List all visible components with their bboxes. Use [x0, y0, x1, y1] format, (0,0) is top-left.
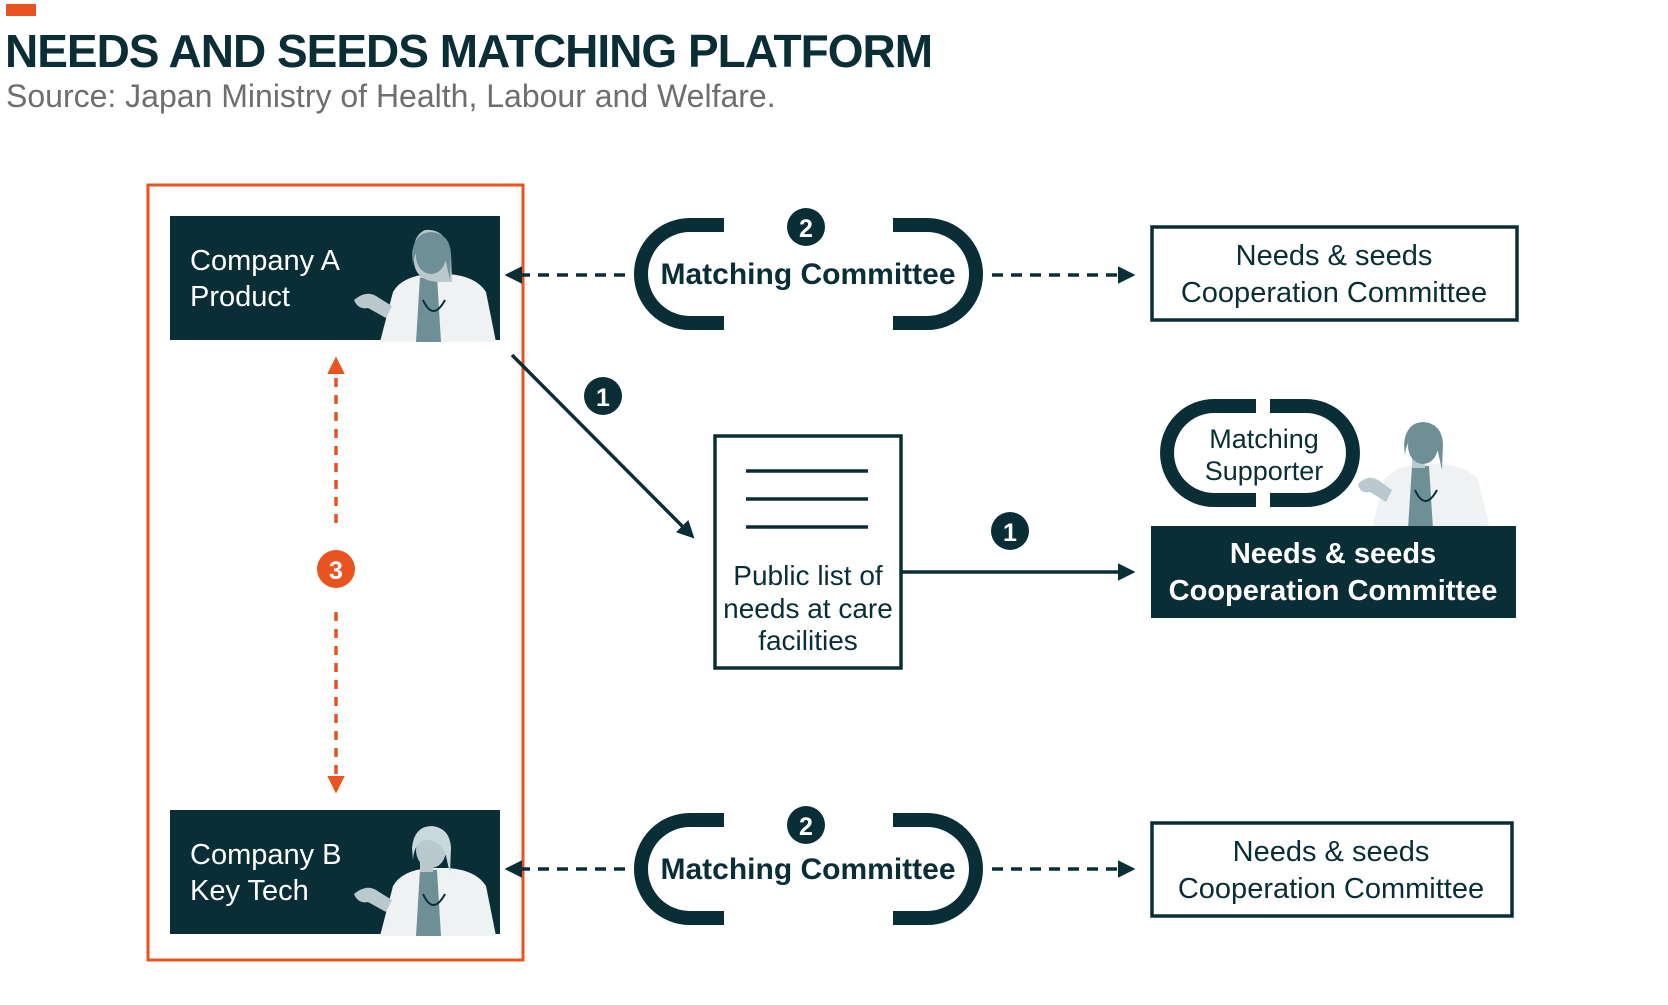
doctor-figure-icon [1358, 422, 1490, 529]
matching-committee-bottom-brackets [634, 813, 983, 925]
cooperation-committee-middle-line1: Needs & seeds [1230, 538, 1436, 570]
cooperation-committee-top-line1: Needs & seeds [1236, 240, 1433, 272]
company-b-box [170, 810, 500, 936]
cooperation-committee-bottom-line2: Cooperation Committee [1178, 873, 1484, 905]
matching-supporter-line1: Matching [1209, 424, 1319, 454]
arrow-to-public-list [510, 353, 695, 539]
svg-text:1: 1 [1003, 519, 1017, 547]
step-badge-2-bottom: 2 [787, 806, 825, 844]
company-a-box [170, 216, 500, 342]
cooperation-committee-top-line2: Cooperation Committee [1181, 277, 1487, 309]
cooperation-committee-middle-line2: Cooperation Committee [1169, 575, 1498, 607]
doctor-figure-icon [354, 229, 496, 342]
public-list-document [713, 434, 903, 670]
company-b-name: Company B [190, 839, 342, 871]
public-list-line1: Public list of [733, 560, 883, 591]
accent-bar [6, 4, 36, 16]
company-b-role: Key Tech [190, 875, 309, 907]
company-a-role: Product [190, 281, 290, 313]
svg-text:2: 2 [799, 215, 813, 243]
matching-supporter-line2: Supporter [1205, 456, 1324, 486]
step-badge-3: 3 [317, 550, 355, 588]
step-badge-1-horizontal: 1 [991, 512, 1029, 550]
cooperation-committee-top-box [1150, 225, 1519, 322]
page-subtitle: Source: Japan Ministry of Health, Labour… [6, 78, 776, 114]
svg-text:2: 2 [799, 813, 813, 841]
matching-committee-bottom-label: Matching Committee [660, 853, 955, 886]
matching-supporter-brackets [1160, 399, 1360, 507]
company-group-frame [146, 183, 525, 962]
svg-text:3: 3 [329, 557, 343, 585]
cooperation-committee-bottom-box [1150, 821, 1514, 918]
company-a-name: Company A [190, 245, 341, 277]
matching-committee-top-brackets [634, 218, 983, 330]
public-list-line3: facilities [758, 625, 858, 656]
page-title: NEEDS AND SEEDS MATCHING PLATFORM [5, 25, 933, 77]
public-list-line2: needs at care [723, 593, 893, 624]
cooperation-committee-bottom-line1: Needs & seeds [1233, 836, 1430, 868]
step-badge-2-top: 2 [787, 208, 825, 246]
svg-text:1: 1 [596, 384, 610, 412]
doctor-figure-icon [354, 826, 496, 936]
cooperation-committee-middle-box [1151, 526, 1516, 618]
matching-committee-top-label: Matching Committee [660, 258, 955, 291]
step-badge-1-diagonal: 1 [584, 377, 622, 415]
